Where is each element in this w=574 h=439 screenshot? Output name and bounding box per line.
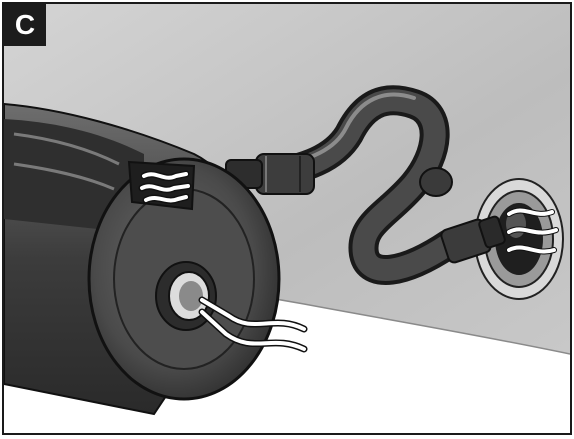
illustration-frame: C [2, 2, 572, 435]
panel-label: C [4, 4, 46, 46]
pump-inflation-illustration [4, 4, 570, 433]
